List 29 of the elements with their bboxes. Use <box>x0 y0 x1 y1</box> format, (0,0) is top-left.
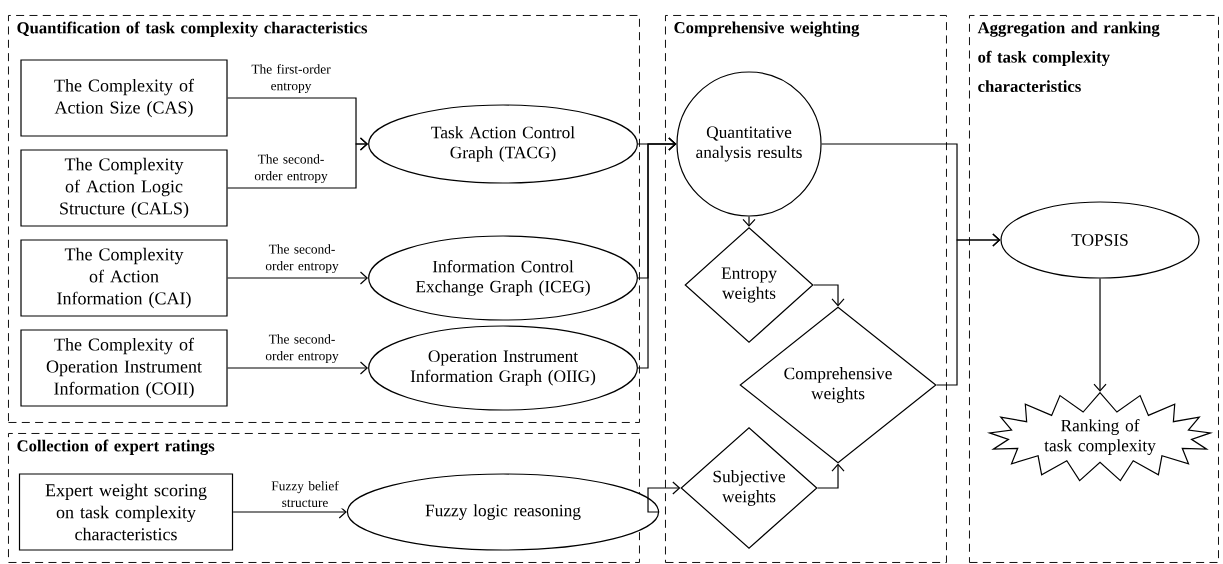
edge-label: The second-order entropy <box>249 152 333 185</box>
process-box: The Complexity of Operation Instrument Information (COII) <box>20 329 228 407</box>
section-panel <box>8 433 640 563</box>
arrow <box>227 137 369 189</box>
process-box: The Complexity of Action Logic Structure (CALS) <box>20 149 228 227</box>
section-panel <box>8 15 640 423</box>
process-box: Expert weight scoring on task complexity characteristics <box>18 473 234 551</box>
arrow <box>227 271 369 285</box>
arrow <box>936 233 1001 386</box>
edge-label: The first-order entropy <box>249 62 333 95</box>
edge-label: The second-order entropy <box>260 332 344 365</box>
arrow <box>647 481 681 513</box>
edge-label: The second-order entropy <box>260 242 344 275</box>
section-panel <box>969 15 1219 563</box>
process-box: The Complexity of Action Information (CAI) <box>20 239 228 317</box>
process-box: The Complexity of Action Size (CAS) <box>20 59 228 137</box>
arrow <box>813 284 845 307</box>
edge-label: Fuzzy belief structure <box>263 479 347 509</box>
node-label: Fuzzy logic reasoning <box>425 504 581 520</box>
section-title: Quantification of task complexity characteristics <box>17 21 368 37</box>
arrow <box>1093 278 1107 392</box>
section-panel <box>665 15 947 563</box>
arrow <box>232 505 347 519</box>
arrow <box>637 137 677 369</box>
arrow <box>227 361 369 375</box>
section-title: Aggregation and ranking of task complexity characteristics <box>977 21 1160 92</box>
arrow <box>817 463 845 489</box>
section-title: Comprehensive weighting <box>674 21 860 37</box>
section-title: Collection of expert ratings <box>17 439 215 455</box>
